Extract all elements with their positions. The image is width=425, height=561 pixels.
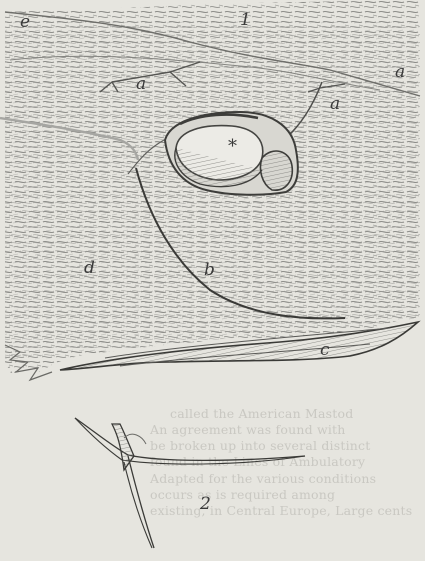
figure-2-drawing (75, 418, 305, 548)
label-d: d (84, 260, 95, 277)
label-a-vessel: a (330, 96, 340, 113)
label-e: e (20, 14, 30, 31)
label-c: c (320, 342, 330, 359)
label-asterisk: * (228, 138, 237, 156)
figure-1-number: 1 (240, 12, 251, 29)
label-a-right: a (395, 64, 405, 81)
label-b: b (204, 262, 215, 279)
figure-2-number: 2 (200, 496, 211, 513)
figure-1-drawing (0, 0, 420, 380)
label-a-left: a (136, 76, 146, 93)
